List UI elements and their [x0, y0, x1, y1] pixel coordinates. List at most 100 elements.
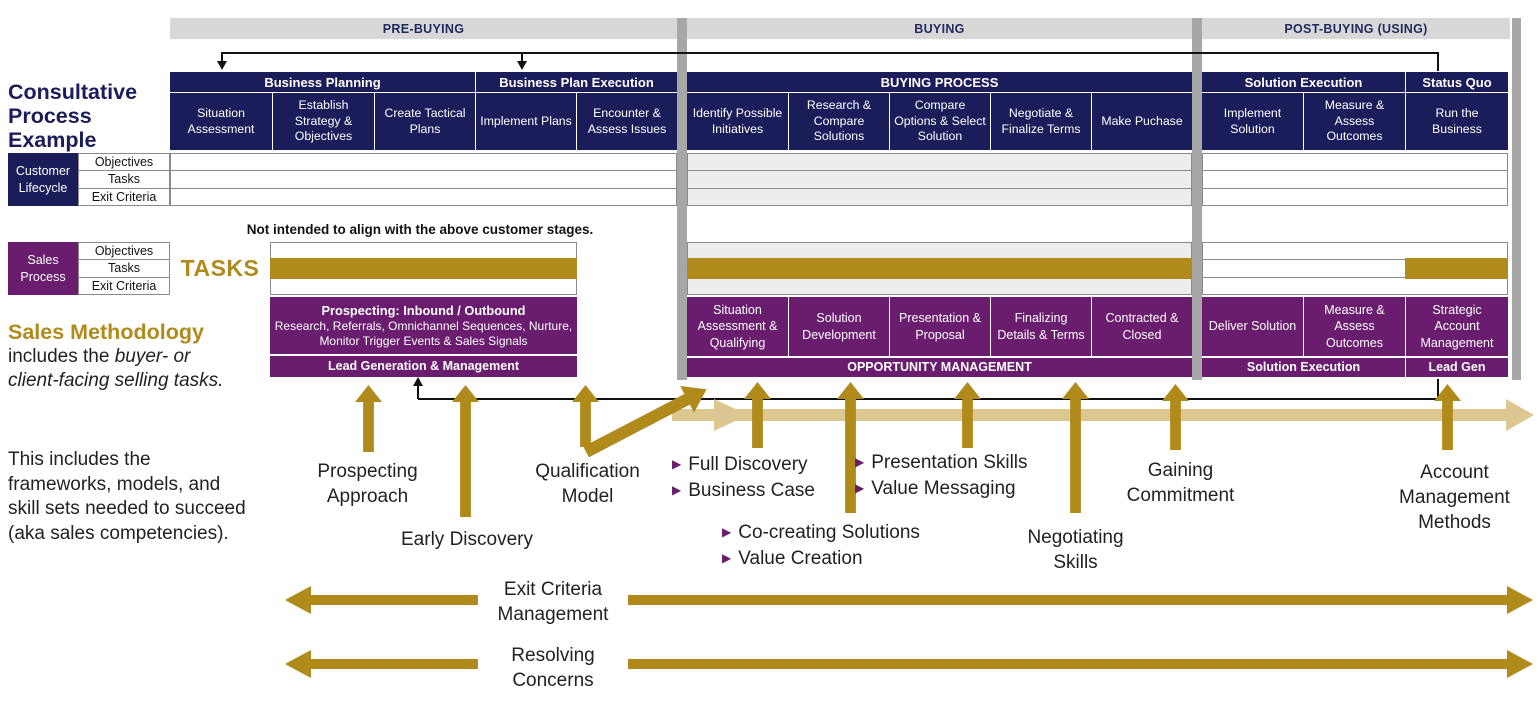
arrow-prospecting-approach-icon [355, 385, 382, 452]
label-account-management-methods: Account Management Methods [1399, 462, 1510, 534]
bullet-icon: ▶ [722, 551, 732, 566]
leadgen-loop-right-drop [1437, 379, 1439, 399]
customer-grid-buying [687, 153, 1192, 206]
row-label-exit-criteria: Exit Criteria [79, 187, 169, 205]
cell-solution-development: Solution Development [788, 297, 889, 356]
label-gaining-commitment: Gaining Commitment [1126, 460, 1235, 507]
sales-methodology-block: Sales Methodology includes the buyer- or… [8, 320, 246, 394]
col-establish-strategy: Establish Strategy & Objectives [272, 93, 374, 150]
tasks-heading: TASKS [180, 255, 260, 281]
list-item: ▶ Presentation Skills [855, 450, 1028, 476]
row-label-objectives: Objectives [94, 244, 154, 259]
group-business-plan-execution: Business Plan Execution [475, 72, 677, 92]
bullet-icon: ▶ [722, 525, 732, 539]
customer-grid-pre [170, 153, 677, 206]
label-cocreate-list: ▶Co-creating Solutions ▶Value Creation [722, 520, 920, 572]
group-status-quo: Status Quo [1405, 72, 1508, 92]
col-identify-possible-initiatives: Identify Possible Initiatives [687, 93, 788, 150]
loopback-line-top [222, 52, 1438, 54]
prospecting-detail: Research, Referrals, Omnichannel Sequenc… [274, 319, 573, 348]
label-prospecting-approach: Prospecting Approach [317, 461, 418, 508]
divider-pre-buying [677, 18, 687, 380]
cell-situation-assessment-qualifying: Situation Assessment & Qualifying [687, 297, 788, 356]
col-measure-assess-outcomes: Measure & Assess Outcomes [1303, 93, 1405, 150]
alignment-note: Not intended to align with the above cus… [246, 222, 594, 237]
consultative-process-title: Consultative Process Example [8, 80, 138, 153]
divider-right-edge [1512, 18, 1521, 380]
opportunity-management-strip: OPPORTUNITY MANAGEMENT [687, 357, 1192, 377]
label-full-discovery: Full Discovery [688, 454, 808, 475]
cell-finalizing-details-terms: Finalizing Details & Terms [990, 297, 1091, 356]
sales-process-row-labels: Objectives Tasks Exit Criteria [78, 242, 170, 295]
list-item: ▶ Value Messaging [855, 476, 1028, 502]
row-label-tasks: Tasks [79, 259, 169, 276]
bullet-icon: ▶ [672, 483, 682, 498]
subtext-italic: buyer- or client-facing selling tasks. [8, 345, 224, 392]
label-early-discovery: Early Discovery [401, 529, 533, 550]
col-run-the-business: Run the Business [1405, 93, 1508, 150]
label-business-case: Business Case [688, 480, 815, 502]
cell-measure-assess-outcomes: Measure & Assess Outcomes [1303, 297, 1405, 356]
col-implement-solution: Implement Solution [1202, 93, 1303, 150]
sales-process-label: Sales Process [8, 242, 78, 295]
group-business-planning: Business Planning [170, 72, 475, 92]
phase-bar-post-buying: POST-BUYING (USING) [1202, 18, 1510, 39]
arrowhead-up-leadgen-icon [413, 377, 423, 386]
bullet-icon: ▶ [855, 455, 865, 469]
lead-generation-strip: Lead Generation & Management [270, 355, 577, 377]
cell-presentation-proposal: Presentation & Proposal [889, 297, 990, 356]
group-solution-execution: Solution Execution [1202, 72, 1405, 92]
prospecting-title: Prospecting: Inbound / Outbound [321, 302, 526, 318]
lead-gen-strip: Lead Gen [1405, 357, 1508, 377]
label-discovery-list: ▶ Full Discovery ▶ Business Case [672, 452, 815, 504]
label-qualification-model: Qualification Model [535, 461, 640, 508]
label-negotiating-skills: Negotiating Skills [1027, 527, 1124, 574]
label-presentation-list: ▶ Presentation Skills ▶ Value Messaging [855, 450, 1028, 502]
col-implement-plans: Implement Plans [475, 93, 576, 150]
sales-methodology-subtext: includes the buyer- or client-facing sel… [8, 345, 246, 394]
group-buying-process: BUYING PROCESS [687, 72, 1192, 92]
bullet-icon: ▶ [855, 481, 865, 496]
list-item: ▶ Full Discovery [672, 452, 815, 478]
label-presentation-skills: Presentation Skills [871, 452, 1028, 473]
row-label-objectives: Objectives [94, 155, 154, 170]
sales-methodology-paragraph: This includes the frameworks, models, an… [8, 449, 246, 545]
arrowhead-down-mid-icon [517, 61, 527, 70]
bullet-icon: ▶ [672, 457, 682, 471]
resolving-right-arrow-icon [628, 650, 1533, 678]
loopback-stub-left [221, 52, 223, 62]
row-label-exit-criteria: Exit Criteria [79, 276, 169, 294]
subtext-lead: includes the [8, 345, 115, 367]
cell-strategic-account-management: Strategic Account Management [1405, 297, 1508, 356]
customer-lifecycle-label: Customer Lifecycle [8, 153, 78, 206]
customer-lifecycle-row-labels: Objectives Tasks Exit Criteria [78, 153, 170, 206]
label-value-messaging: Value Messaging [871, 478, 1016, 500]
tasks-bar-buying [687, 258, 1192, 279]
col-research-compare-solutions: Research & Compare Solutions [788, 93, 889, 150]
resolving-left-arrow-icon [285, 650, 478, 678]
cell-contracted-closed: Contracted & Closed [1091, 297, 1192, 356]
tasks-bar-post [1405, 258, 1508, 279]
customer-grid-post [1202, 153, 1508, 206]
col-compare-options: Compare Options & Select Solution [889, 93, 990, 150]
label-co-creating-solutions: Co-creating Solutions [738, 522, 920, 543]
list-item: ▶ Co-creating Solutions [722, 520, 920, 546]
arrow-early-discovery-icon [452, 385, 479, 517]
solution-execution-strip: Solution Execution [1202, 357, 1405, 377]
exit-criteria-right-arrow-icon [628, 586, 1533, 614]
phase-bar-pre-buying: PRE-BUYING [170, 18, 677, 39]
timeline-band-arrow-icon [672, 399, 1534, 431]
phase-bar-buying: BUYING [687, 18, 1192, 39]
arrowhead-down-left-icon [217, 61, 227, 70]
leadgen-loop-left-stub [417, 385, 419, 399]
prospecting-cell: Prospecting: Inbound / Outbound Research… [270, 297, 577, 354]
col-situation-assessment: Situation Assessment [170, 93, 272, 150]
col-encounter-assess-issues: Encounter & Assess Issues [576, 93, 677, 150]
label-resolving-concerns: Resolving Concerns [511, 645, 595, 692]
col-make-purchase: Make Puchase [1091, 93, 1192, 150]
loopback-line-right-drop [1437, 52, 1439, 71]
tasks-bar-pre [270, 258, 577, 279]
cell-deliver-solution: Deliver Solution [1202, 297, 1303, 356]
leadgen-loop-line [418, 398, 1438, 400]
